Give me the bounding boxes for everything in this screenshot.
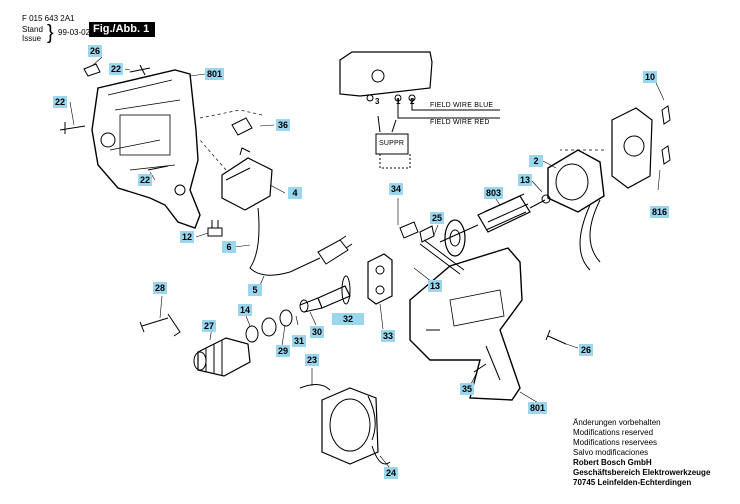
stand-issue-brace: } (47, 22, 54, 44)
callout-13: 13 (428, 280, 443, 292)
doc-number: F 015 643 2A1 (22, 14, 75, 23)
issue-date: 99-03-02 (58, 28, 91, 37)
callout-35: 35 (460, 383, 475, 395)
housing-half-left (91, 69, 201, 229)
callout-5: 5 (248, 284, 262, 296)
callout-14: 14 (238, 304, 253, 316)
company-address: 70745 Leinfelden-Echterdingen (573, 478, 692, 487)
stand-label: Stand (22, 25, 43, 34)
callout-27: 27 (202, 320, 217, 332)
terminal-1: 1 (396, 97, 401, 106)
callout-32: 32 (332, 313, 364, 325)
callout-803: 803 (484, 187, 504, 199)
issue-label: Issue (22, 34, 42, 43)
switch-body (221, 157, 273, 211)
note-line: Änderungen vorbehalten (573, 418, 661, 427)
wire-red-label: FIELD WIRE RED (430, 119, 490, 126)
spindle (317, 285, 351, 309)
callout-801: 801 (528, 402, 548, 414)
callout-10: 10 (643, 71, 658, 83)
note-line: Modifications reserved (573, 428, 654, 437)
plug (317, 239, 349, 265)
callout-23: 23 (305, 354, 320, 366)
callout-816: 816 (650, 206, 670, 218)
note-line: Salvo modificaciones (573, 448, 649, 457)
callout-29: 29 (276, 345, 291, 357)
callout-30: 30 (310, 326, 325, 338)
callout-22: 22 (109, 63, 124, 75)
wiring-schematic (339, 51, 433, 97)
callout-36: 36 (276, 119, 291, 131)
stator (321, 387, 379, 465)
callout-2: 2 (529, 155, 543, 167)
callout-24: 24 (384, 467, 399, 479)
chuck-key (139, 313, 181, 337)
callout-801: 801 (205, 68, 225, 80)
suppressor-label: SUPPR (379, 140, 405, 147)
callout-22: 22 (138, 174, 153, 186)
callout-33: 33 (381, 330, 396, 342)
callout-28: 28 (153, 282, 168, 294)
company-name: Robert Bosch GmbH (573, 458, 652, 467)
callout-25: 25 (430, 212, 445, 224)
wire-blue-label: FIELD WIRE BLUE (430, 102, 494, 109)
brush-holder (611, 107, 653, 189)
callout-31: 31 (292, 335, 307, 347)
company-division: Geschäftsbereich Elektrowerkzeuge (573, 468, 711, 477)
gear-plate (367, 253, 393, 305)
callout-12: 12 (180, 231, 195, 243)
terminal-2: 2 (410, 97, 415, 106)
housing-half-right (409, 247, 523, 401)
callout-26: 26 (88, 45, 103, 57)
callout-13: 13 (518, 174, 533, 186)
callout-26: 26 (579, 344, 594, 356)
callout-6: 6 (222, 241, 236, 253)
terminal-3: 3 (375, 97, 380, 106)
figure-tag: Fig./Abb. 1 (89, 22, 156, 37)
callout-22: 22 (53, 96, 68, 108)
note-line: Modifications reservees (573, 438, 658, 447)
callout-4: 4 (288, 187, 302, 199)
notes-block: Änderungen vorbehalten Modifications res… (573, 418, 710, 488)
callout-34: 34 (389, 183, 404, 195)
